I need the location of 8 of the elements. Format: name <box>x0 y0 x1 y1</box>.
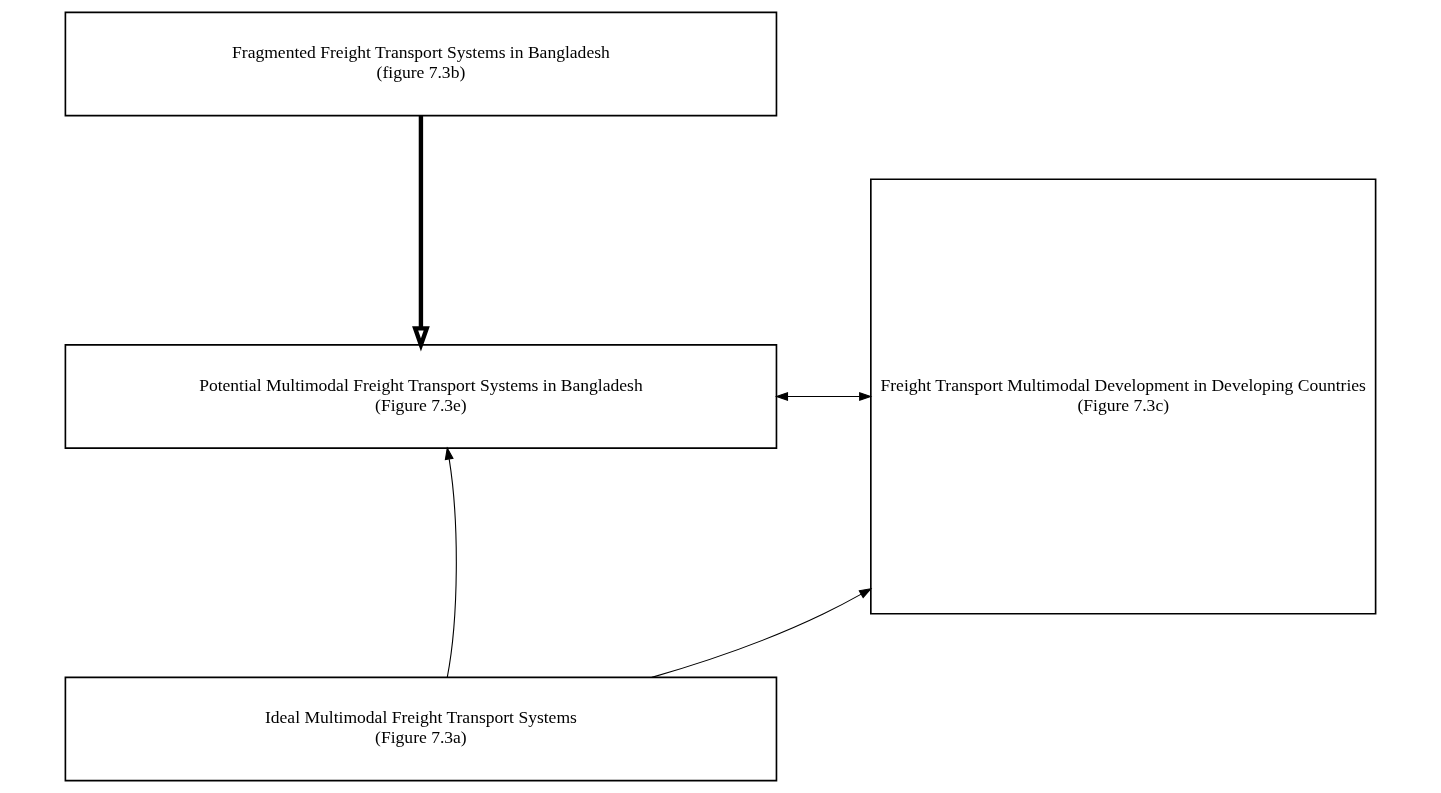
node-box: Fragmented Freight Transport Systems in Bangladesh (figure 7.3b) <box>64 11 778 117</box>
node-box: Ideal Multimodal Freight Transport Systems (Figure 7.3a) <box>64 676 778 782</box>
arrow <box>444 446 457 678</box>
arrow <box>651 587 873 678</box>
node-box: Freight Transport Multimodal Development in Developing Countries (Figure 7.3c) <box>870 178 1377 615</box>
arrow <box>412 115 430 352</box>
node-box: Potential Multimodal Freight Transport Systems in Bangladesh (Figure 7.3e) <box>64 344 778 449</box>
arrow <box>774 391 873 402</box>
